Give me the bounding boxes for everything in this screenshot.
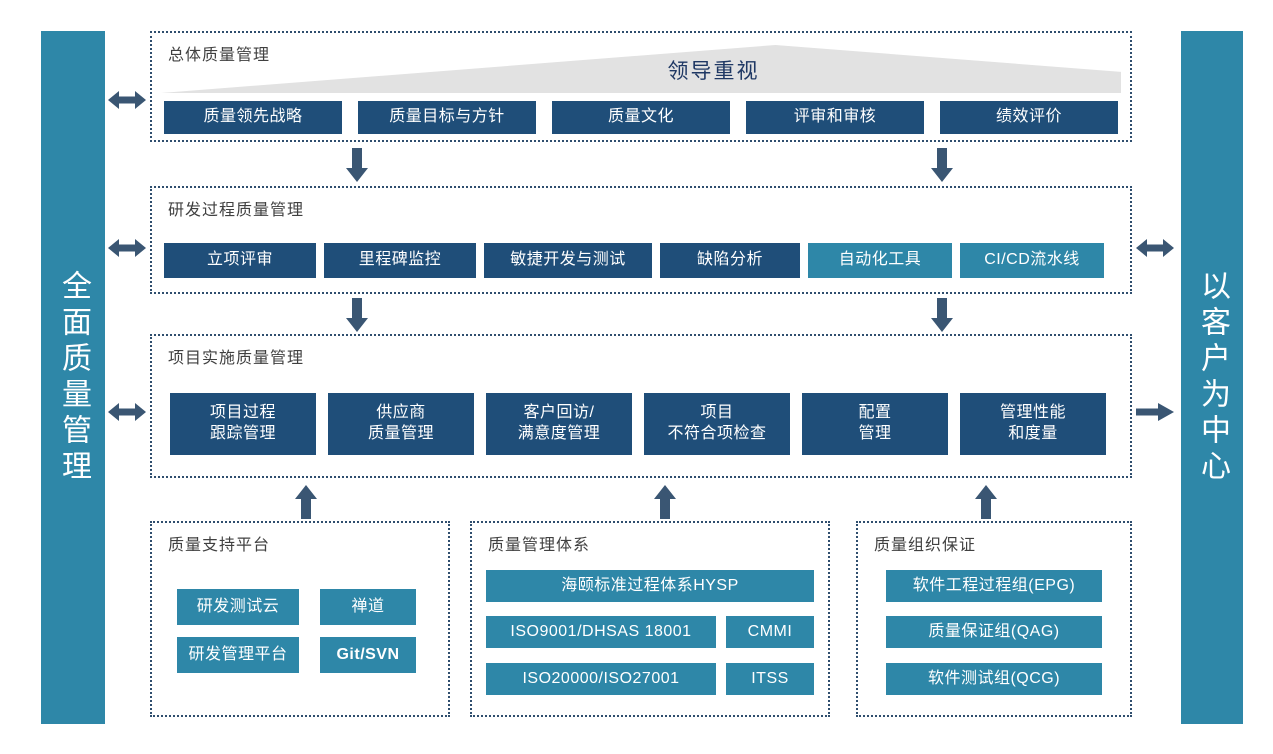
tile-overall-0[interactable]: 质量领先战略 — [164, 101, 342, 134]
tile-system-3[interactable]: ISO20000/ISO27001 — [486, 663, 716, 695]
tile-rnd-4[interactable]: 自动化工具 — [808, 243, 952, 278]
tile-system-0[interactable]: 海颐标准过程体系HYSP — [486, 570, 814, 602]
arrow-down-icon-4 — [930, 298, 954, 332]
section-title-overall: 总体质量管理 — [168, 47, 271, 64]
arrow-up-icon-2 — [653, 485, 677, 519]
section-quality-organization-assurance: 质量组织保证 — [856, 521, 1132, 717]
tile-overall-1[interactable]: 质量目标与方针 — [358, 101, 536, 134]
tile-rnd-5[interactable]: CI/CD流水线 — [960, 243, 1104, 278]
arrow-up-icon-1 — [294, 485, 318, 519]
tile-system-4[interactable]: ITSS — [726, 663, 814, 695]
section-title-project: 项目实施质量管理 — [168, 350, 305, 367]
arrow-right-icon — [1136, 400, 1174, 424]
section-title-rnd: 研发过程质量管理 — [168, 202, 305, 219]
tile-overall-2[interactable]: 质量文化 — [552, 101, 730, 134]
tile-rnd-0[interactable]: 立项评审 — [164, 243, 316, 278]
section-project-implementation-quality-management: 项目实施质量管理 — [150, 334, 1132, 478]
pillar-total-quality-management: 全面质量管理 — [41, 31, 105, 724]
tile-project-5[interactable]: 管理性能 和度量 — [960, 393, 1106, 455]
section-overall-quality-management: 总体质量管理 — [150, 31, 1132, 142]
section-title-support: 质量支持平台 — [168, 537, 271, 554]
tile-support-1[interactable]: 禅道 — [320, 589, 416, 625]
tile-system-2[interactable]: CMMI — [726, 616, 814, 648]
leadership-banner: 领导重视 — [161, 45, 1121, 93]
tile-rnd-1[interactable]: 里程碑监控 — [324, 243, 476, 278]
tile-project-2[interactable]: 客户回访/ 满意度管理 — [486, 393, 632, 455]
tile-overall-4[interactable]: 绩效评价 — [940, 101, 1118, 134]
tile-overall-3[interactable]: 评审和审核 — [746, 101, 924, 134]
section-rnd-process-quality-management: 研发过程质量管理 — [150, 186, 1132, 294]
tile-support-3[interactable]: Git/SVN — [320, 637, 416, 673]
banner-label: 领导重视 — [667, 60, 760, 83]
tile-rnd-3[interactable]: 缺陷分析 — [660, 243, 800, 278]
arrow-down-icon-3 — [345, 298, 369, 332]
tile-org-1[interactable]: 质量保证组(QAG) — [886, 616, 1102, 648]
tile-support-2[interactable]: 研发管理平台 — [177, 637, 299, 673]
tile-org-2[interactable]: 软件测试组(QCG) — [886, 663, 1102, 695]
double-arrow-horizontal-icon-3 — [108, 400, 146, 424]
tile-project-4[interactable]: 配置 管理 — [802, 393, 948, 455]
double-arrow-horizontal-icon-2 — [108, 236, 146, 260]
tile-project-1[interactable]: 供应商 质量管理 — [328, 393, 474, 455]
section-quality-management-system: 质量管理体系 — [470, 521, 830, 717]
section-title-system: 质量管理体系 — [488, 537, 591, 554]
tile-rnd-2[interactable]: 敏捷开发与测试 — [484, 243, 652, 278]
arrow-down-icon-2 — [930, 148, 954, 182]
section-title-org: 质量组织保证 — [874, 537, 977, 554]
double-arrow-horizontal-icon-4 — [1136, 236, 1174, 260]
section-quality-support-platform: 质量支持平台 — [150, 521, 450, 717]
tile-support-0[interactable]: 研发测试云 — [177, 589, 299, 625]
arrow-up-icon-3 — [974, 485, 998, 519]
tile-system-1[interactable]: ISO9001/DHSAS 18001 — [486, 616, 716, 648]
tile-project-0[interactable]: 项目过程 跟踪管理 — [170, 393, 316, 455]
tile-org-0[interactable]: 软件工程过程组(EPG) — [886, 570, 1102, 602]
pillar-customer-centric: 以客户为中心 — [1181, 31, 1243, 724]
arrow-down-icon-1 — [345, 148, 369, 182]
double-arrow-horizontal-icon-1 — [108, 88, 146, 112]
tile-project-3[interactable]: 项目 不符合项检查 — [644, 393, 790, 455]
